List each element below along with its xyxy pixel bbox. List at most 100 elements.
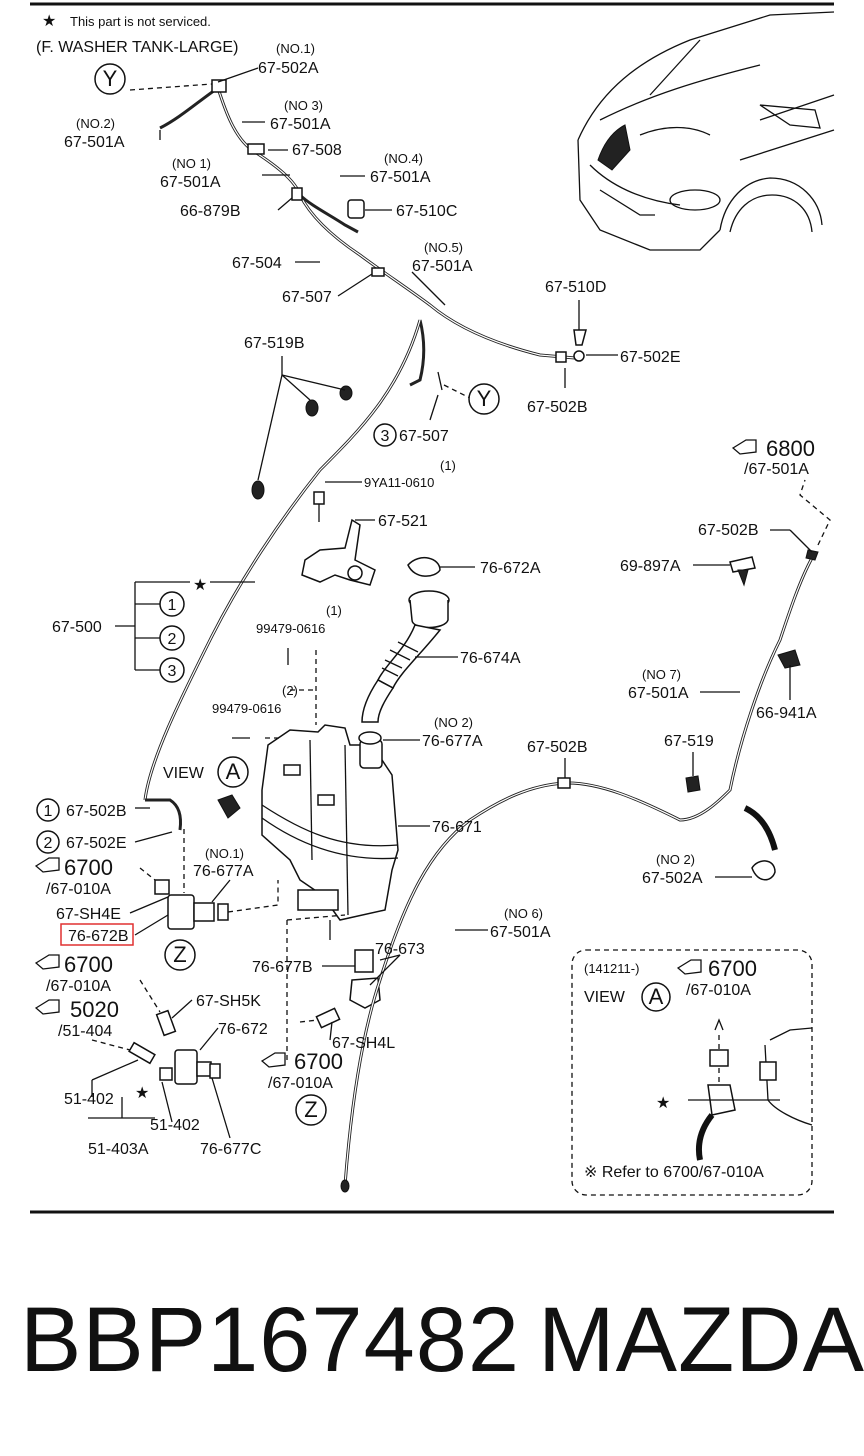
svg-text:67-502E: 67-502E [620,349,681,366]
svg-text:99479-0616: 99479-0616 [256,621,325,636]
svg-text:51-402: 51-402 [64,1091,114,1108]
callout-circles: Y Y 3 1 2 3 A 1 2 Z Z A [36,63,671,1126]
svg-text:6700: 6700 [708,956,757,981]
svg-text:/67-010A: /67-010A [686,982,751,999]
svg-text:67-SH5K: 67-SH5K [196,993,261,1010]
svg-text:1: 1 [168,597,177,614]
svg-text:(NO.5): (NO.5) [424,240,463,255]
tank-title: (F. WASHER TANK-LARGE) [36,39,238,56]
svg-text:(NO.1): (NO.1) [276,41,315,56]
svg-text:6700: 6700 [64,855,113,880]
svg-text:76-672B: 76-672B [68,928,129,945]
svg-text:2: 2 [44,835,53,852]
svg-text:3: 3 [381,428,390,445]
tank-bracket [301,491,441,586]
brand-name: MAZDA [538,1289,864,1391]
filler-neck [360,590,450,744]
svg-text:67-502A: 67-502A [642,870,703,887]
car-illustration [577,11,835,251]
svg-text:67-508: 67-508 [292,142,342,159]
svg-text:67-507: 67-507 [399,428,449,445]
svg-text:67-501A: 67-501A [628,685,689,702]
svg-text:(1): (1) [326,603,342,618]
svg-text:(1): (1) [440,458,456,473]
svg-text:76-674A: 76-674A [460,650,521,667]
svg-text:6800: 6800 [766,436,815,461]
star-icon: ★ [42,13,56,30]
svg-text:(NO 2): (NO 2) [656,852,695,867]
circle-y-mid [468,383,500,415]
svg-text:(NO.2): (NO.2) [76,116,115,131]
svg-text:67-502B: 67-502B [527,739,588,756]
svg-text:67-501A: 67-501A [490,924,551,941]
svg-text:67-510D: 67-510D [545,279,606,296]
bracket-67-500 [115,581,255,671]
svg-text:/67-010A: /67-010A [268,1075,333,1092]
svg-text:67-502B: 67-502B [66,803,127,820]
svg-text:76-677C: 76-677C [200,1141,261,1158]
svg-text:67-501A: 67-501A [370,169,431,186]
svg-text:67-501A: 67-501A [270,116,331,133]
svg-text:67-510C: 67-510C [396,203,457,220]
svg-text:VIEW: VIEW [584,989,626,1006]
svg-text:67-501A: 67-501A [160,174,221,191]
svg-text:VIEW: VIEW [163,765,205,782]
svg-text:66-941A: 66-941A [756,705,817,722]
svg-text:67-504: 67-504 [232,255,282,272]
right-hose-assembly [340,479,831,1193]
inset-labels: (141211-) VIEW 6700 /67-010A ※ Refer to … [584,956,764,1181]
svg-text:76-677B: 76-677B [252,959,313,976]
svg-text:/51-404: /51-404 [58,1023,112,1040]
washer-tank [217,650,399,940]
svg-text:51-402: 51-402 [150,1117,200,1134]
highlight-box [60,923,134,946]
svg-text:69-897A: 69-897A [620,558,681,575]
star-icon: ★ [656,1095,670,1112]
svg-text:(NO 6): (NO 6) [504,906,543,921]
star-icon: ★ [135,1085,149,1102]
svg-text:1: 1 [44,803,53,820]
inset-view-a [571,949,813,1196]
svg-text:Z: Z [173,942,186,967]
svg-text:Z: Z [304,1097,317,1122]
svg-text:Y: Y [477,386,492,411]
hose-67-500 [143,319,422,831]
svg-text:67-500: 67-500 [52,619,102,636]
svg-text:A: A [649,984,664,1009]
svg-text:67-SH4E: 67-SH4E [56,906,121,923]
svg-text:67-502B: 67-502B [527,399,588,416]
pump-assembly-front [91,829,346,1085]
svg-text:67-502A: 67-502A [258,60,319,77]
svg-text:76-673: 76-673 [375,941,425,958]
footer: BBP167482 MAZDA [0,1290,864,1410]
upper-hose-assembly [129,79,587,399]
svg-text:76-677A: 76-677A [193,863,254,880]
svg-text:67-502B: 67-502B [698,522,759,539]
pointing-hand-icon [34,439,757,1068]
svg-text:Y: Y [103,66,118,91]
svg-text:51-403A: 51-403A [88,1141,149,1158]
svg-text:(NO 3): (NO 3) [284,98,323,113]
svg-text:(NO.1): (NO.1) [205,846,244,861]
svg-text:76-672A: 76-672A [480,560,541,577]
svg-text:67-519B: 67-519B [244,335,305,352]
leader-lines [88,67,813,1139]
star-icon: ★ [193,577,207,594]
svg-text:(2): (2) [282,683,298,698]
part-labels: (NO.1) 67-502A (NO.2) 67-501A (NO 3) 67-… [46,41,817,1158]
svg-text:6700: 6700 [64,952,113,977]
svg-text:※ Refer to 6700/67-010A: ※ Refer to 6700/67-010A [584,1164,764,1181]
svg-text:6700: 6700 [294,1049,343,1074]
svg-text:9YA11-0610: 9YA11-0610 [364,475,434,490]
svg-text:(NO 2): (NO 2) [434,715,473,730]
svg-text:67-501A: 67-501A [64,134,125,151]
svg-text:76-672: 76-672 [218,1021,268,1038]
svg-text:/67-010A: /67-010A [46,881,111,898]
svg-text:3: 3 [168,663,177,680]
svg-text:67-502E: 67-502E [66,835,127,852]
svg-text:2: 2 [168,631,177,648]
svg-text:67-SH4L: 67-SH4L [332,1035,395,1052]
svg-text:5020: 5020 [70,997,119,1022]
svg-text:76-671: 76-671 [432,819,482,836]
